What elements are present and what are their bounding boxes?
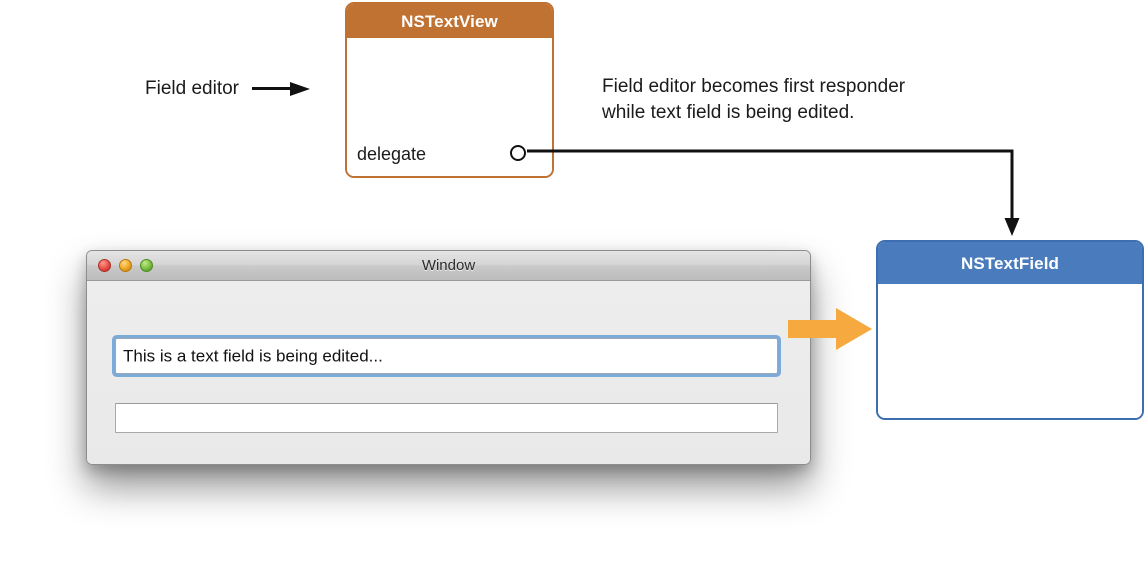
secondary-text-field[interactable]	[115, 403, 778, 433]
arrow-right-icon	[252, 81, 310, 96]
field-editor-label: Field editor	[145, 78, 239, 99]
window-content-area: This is a text field is being edited...	[87, 281, 810, 464]
thick-arrow-right-icon	[788, 308, 872, 350]
window-titlebar[interactable]: Window	[87, 251, 810, 281]
window-title: Window	[421, 257, 476, 274]
traffic-light-group	[98, 259, 153, 272]
caption-line-1: Field editor becomes first responder	[602, 76, 906, 97]
nstextfield-body	[878, 284, 1142, 418]
caption-text: Field editor becomes first responder whi…	[602, 74, 1022, 126]
delegate-outlet-label: delegate	[357, 144, 427, 164]
outlet-socket-icon[interactable]	[510, 145, 526, 161]
zoom-button-icon[interactable]	[140, 259, 153, 272]
nstextfield-class-box: NSTextField	[876, 240, 1144, 420]
minimize-button-icon[interactable]	[119, 259, 132, 272]
nstextview-class-name: NSTextView	[347, 4, 552, 38]
caption-line-2: while text field is being edited.	[602, 102, 855, 123]
nstextview-class-box: NSTextView delegate	[345, 2, 554, 178]
mac-window[interactable]: Window This is a text field is being edi…	[86, 250, 811, 465]
field-editor-annotation: Field editor	[145, 79, 310, 98]
close-button-icon[interactable]	[98, 259, 111, 272]
nstextview-body: delegate	[347, 38, 552, 176]
focused-text-field[interactable]: This is a text field is being edited...	[115, 338, 778, 374]
delegate-outlet-row[interactable]: delegate	[347, 143, 552, 165]
nstextfield-class-name: NSTextField	[878, 242, 1142, 284]
focused-text-field-value: This is a text field is being edited...	[123, 346, 383, 366]
